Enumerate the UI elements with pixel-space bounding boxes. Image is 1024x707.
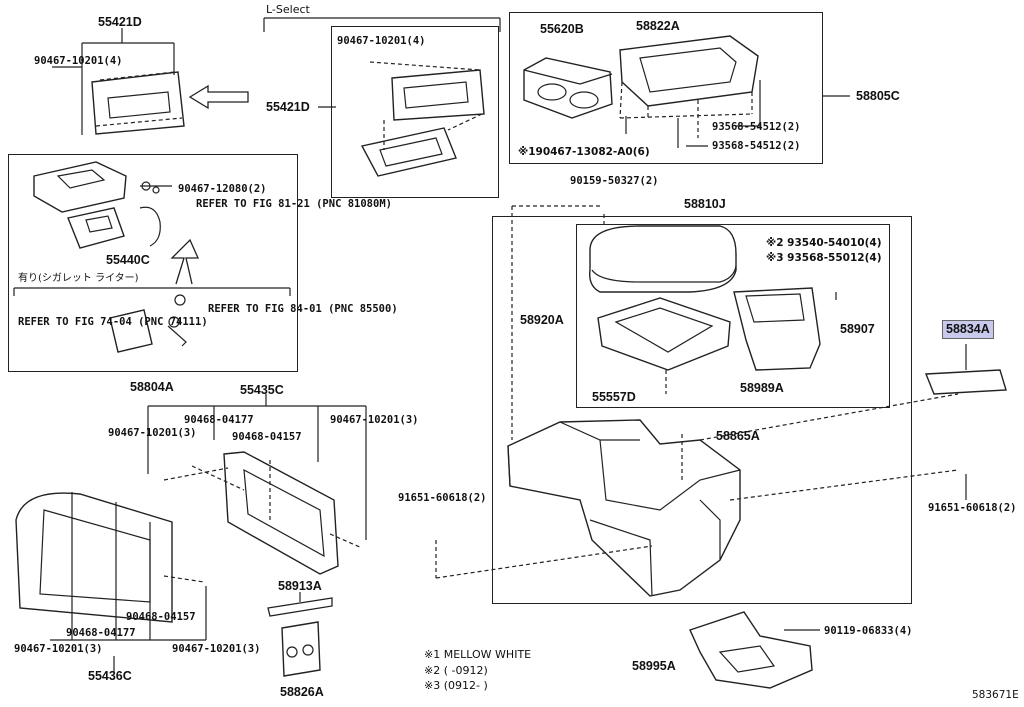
cup-holder-box [509,12,823,164]
part-55620B: 55620B [540,22,584,36]
part-93568-54512-b: 93568-54512(2) [712,140,801,152]
lighter-55440C [13,161,291,296]
part-190467: ※190467-13082-A0(6) [518,146,650,158]
part-58913A: 58913A [278,579,322,593]
part-90467-10201-c: 90467-10201(3) [108,427,197,439]
part-90159: 90159-50327(2) [570,175,659,187]
socket-part [109,294,187,353]
console-body [435,205,959,597]
lselect-bracket [263,17,501,108]
part-90468-04157-b: 90468-04157 [126,611,196,623]
part-55440C: 55440C [106,253,150,267]
part-55421D-b: 55421D [266,100,310,114]
note-3: ※3 (0912- ) [424,679,488,692]
trim-panel-55421D-right [360,61,485,177]
part-58995A: 58995A [632,659,676,673]
part-90467-12080: 90467-12080(2) [178,183,267,195]
mat-58834A [924,344,1007,395]
part-90467-10201-b: 90467-10201(4) [337,35,426,47]
part-58810J: 58810J [684,197,726,211]
tray-58907 [733,287,837,371]
trim-panel-55421D-left [91,71,185,135]
part-93568-55012: ※3 93568-55012(4) [766,252,882,264]
refer-fig-74-04: REFER TO FIG 74-04 (PNC 74111) [18,316,208,328]
part-58805C: 58805C [856,89,900,103]
part-58822A: 58822A [636,19,680,33]
part-58804A: 58804A [130,380,174,394]
diagram-code: 583671E [972,689,1019,701]
trim-58913A [267,592,333,617]
armrest-lid-58810J [589,225,737,293]
part-58834A[interactable]: 58834A [942,320,994,339]
note-mellow-white: ※1 MELLOW WHITE [424,648,532,661]
part-93540: ※2 93540-54010(4) [766,237,882,249]
leader-55435C [147,394,367,540]
hinge-frame-58920A [597,297,731,394]
leader-55421D-a [52,28,175,135]
side-panel-55436C [15,492,207,672]
part-90467-10201-e: 90467-10201(3) [14,643,103,655]
panel-58826A [281,621,321,677]
arrow-left-icon [188,84,249,110]
part-90119: 90119-06833(4) [824,625,913,637]
part-55421D-a: 55421D [98,15,142,29]
part-91651-a: 91651-60618(2) [398,492,487,504]
refer-fig-81-21: REFER TO FIG 81-21 (PNC 81080M) [196,198,392,210]
part-90467-10201-a: 90467-10201(4) [34,55,123,67]
lighter-box [8,154,298,372]
cup-holder-55620B [523,57,613,119]
console-box [492,216,912,604]
bezel-58822A [619,35,850,148]
refer-fig-84-01: REFER TO FIG 84-01 (PNC 85500) [208,303,398,315]
note-2: ※2 ( -0912) [424,664,488,677]
part-58865A: 58865A [716,429,760,443]
part-55436C: 55436C [88,669,132,683]
part-55557D: 55557D [592,390,636,404]
side-panel-55435C [163,451,363,575]
bracket-58995A [689,611,820,689]
part-90468-04157-a: 90468-04157 [232,431,302,443]
armrest-box [576,224,890,408]
cigar-lighter-note: 有り(シガレット ライター) [18,273,139,284]
part-90468-04177-a: 90468-04177 [184,414,254,426]
part-90468-04177-b: 90468-04177 [66,627,136,639]
lselect-label: L-Select [266,3,310,16]
part-90467-10201-f: 90467-10201(3) [172,643,261,655]
lselect-box [331,26,499,198]
part-55435C: 55435C [240,383,284,397]
part-93568-54512-a: 93568-54512(2) [712,121,801,133]
part-91651-b: 91651-60618(2) [928,502,1017,514]
part-58907: 58907 [840,322,875,336]
part-58920A: 58920A [520,313,564,327]
part-90467-10201-d: 90467-10201(3) [330,414,419,426]
part-58826A: 58826A [280,685,324,699]
part-58989A: 58989A [740,381,784,395]
